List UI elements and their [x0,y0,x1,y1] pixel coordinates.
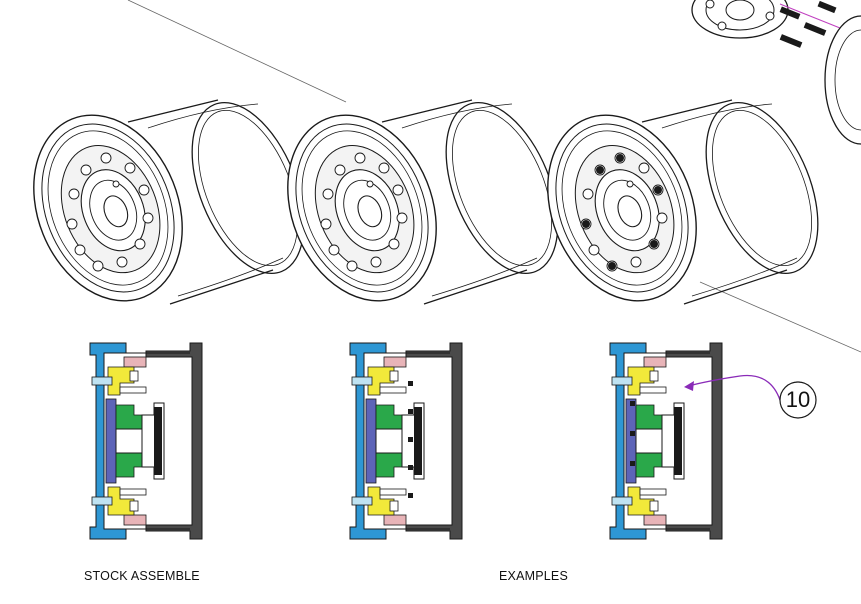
wheel-isometric-example-2 [520,85,841,324]
callout-number: 10 [785,387,811,412]
wheel-isometric-stock [6,85,327,324]
wheel-isometric-example-1 [260,85,581,324]
cross-section-example-1 [349,342,463,540]
wheel-isometric-icon [260,85,581,324]
cross-section-example-2 [609,342,723,540]
wheel-cross-section-icon [349,342,463,540]
exploded-parts [691,0,861,145]
wheel-isometric-icon [520,85,841,324]
guide-line-right [699,281,861,353]
wheel-cross-section-icon [609,342,723,540]
guide-line-top [127,0,347,103]
callout-arrow-icon [687,374,781,401]
wheel-isometric-icon [6,85,327,324]
caption-stock-assemble: STOCK ASSEMBLE [84,569,200,583]
wheel-cross-section-icon [89,342,203,540]
cross-section-stock [89,342,203,540]
callout-circle [779,381,817,419]
callout-10 [684,374,817,419]
caption-examples: EXAMPLES [499,569,568,583]
